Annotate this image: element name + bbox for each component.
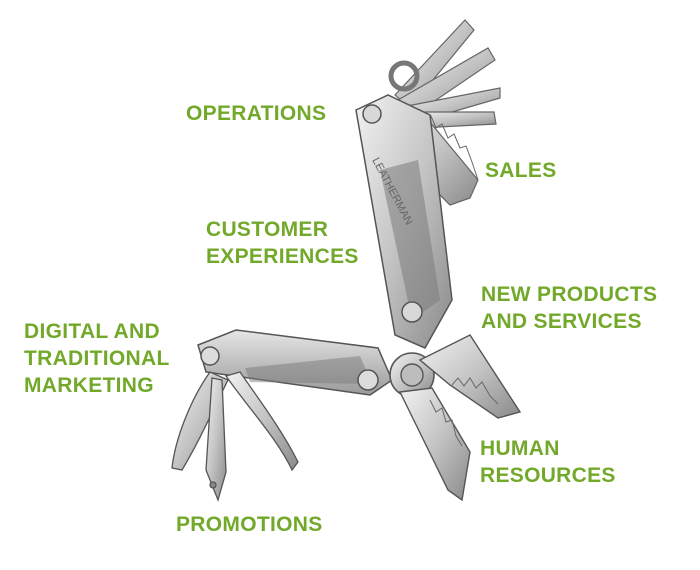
label-operations: OPERATIONS [186,102,327,125]
label-sales: SALES [485,159,557,182]
label-customer-experiences: CUSTOMER EXPERIENCES [206,218,359,268]
horizontal-handle [197,329,393,396]
label-promotions: PROMOTIONS [176,513,323,536]
label-new-products-and-services: NEW PRODUCTS AND SERVICES [481,283,658,333]
vertical-handle: LEATHERMAN [355,94,453,349]
label-digital-and-traditional-marketing: DIGITAL AND TRADITIONAL MARKETING [24,320,170,397]
lower-blades [171,371,299,503]
pliers-jaws [398,334,522,502]
label-human-resources: HUMAN RESOURCES [480,437,616,487]
top-blades [388,19,501,129]
